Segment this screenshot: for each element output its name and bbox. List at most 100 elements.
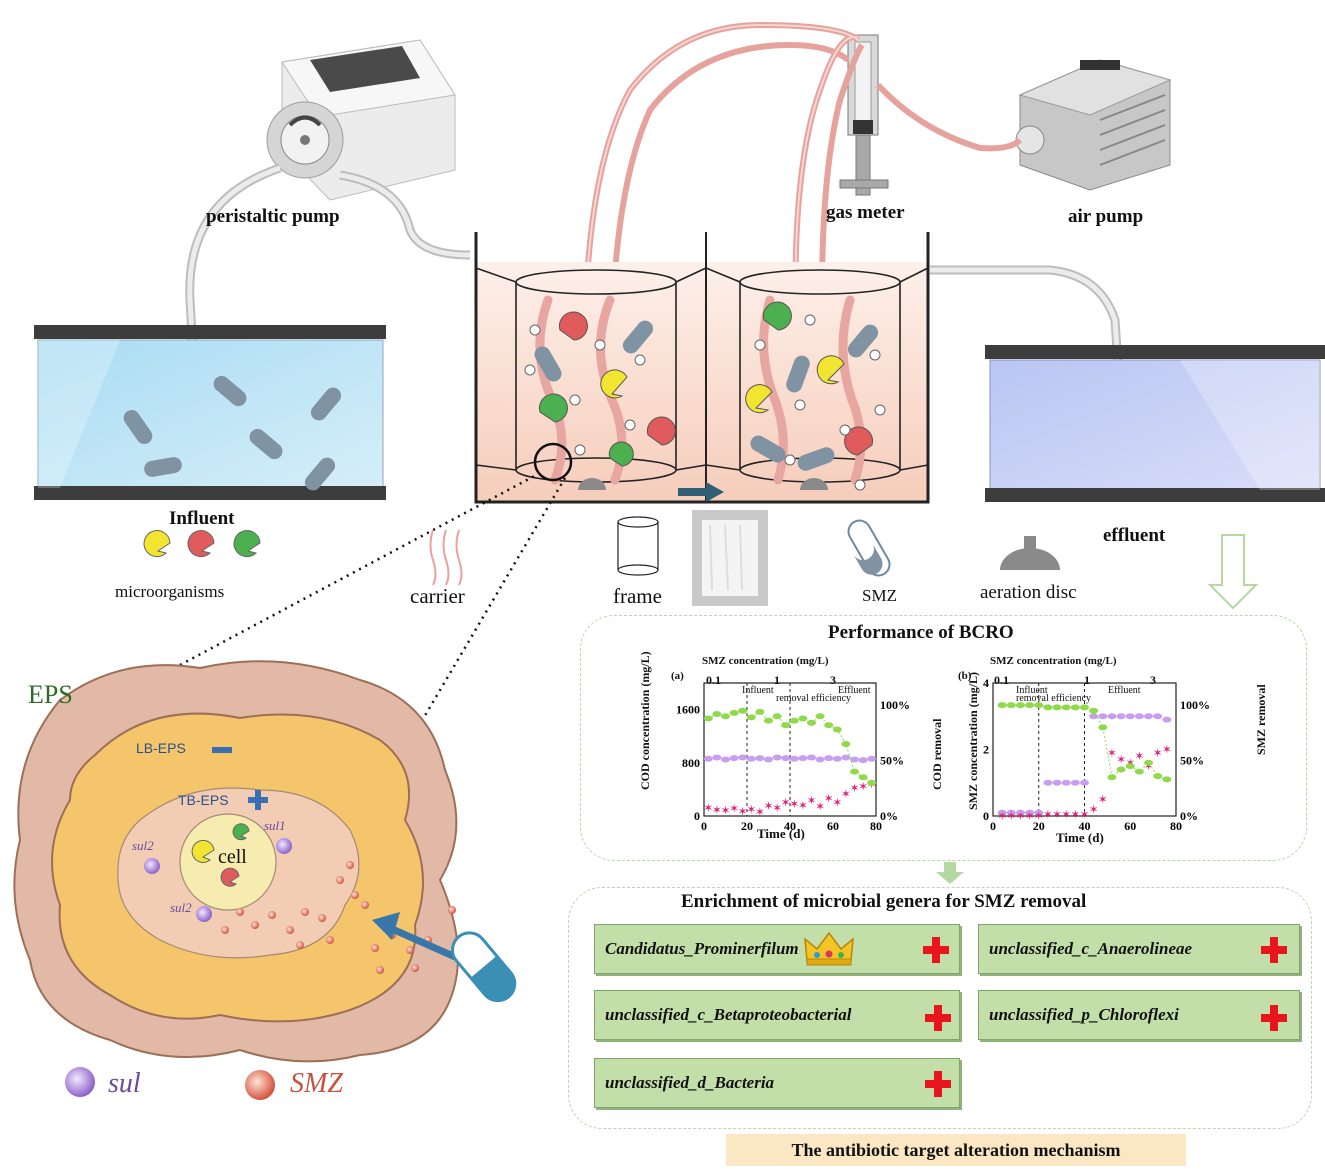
- smz-capsules-influent: [123, 375, 342, 491]
- carrier-label: carrier: [410, 584, 465, 608]
- gas-meter-label: gas meter: [826, 202, 905, 223]
- chart-a-effluent-point: ✶: [746, 802, 756, 816]
- chart-b-efficiency-point: [1015, 702, 1025, 709]
- chart-b-influent-point: [1043, 779, 1053, 786]
- zoom-lines: [179, 471, 567, 759]
- chart-a-influent-point: [781, 755, 791, 762]
- chart-b-influent-point: [1153, 713, 1163, 720]
- crown-icon: [803, 931, 854, 966]
- genus-name: unclassified_p_Chloroflexi: [989, 1005, 1179, 1024]
- chart-a-influent-point: [858, 757, 868, 764]
- genus-card-bacteria: unclassified_d_Bacteria: [594, 1058, 960, 1108]
- chart-b-efficiency-point: [1153, 773, 1163, 780]
- chart-a-efficiency-point: [755, 708, 765, 715]
- chart-a-effluent-point: ✶: [772, 801, 782, 815]
- chart-a-ytick: 800: [682, 756, 700, 770]
- chart-b-influent-point: [1070, 779, 1080, 786]
- chart-b-y2tick: 50%: [1180, 754, 1204, 768]
- chart-b-effluent-point: ✶: [1098, 792, 1108, 806]
- chart-a-xtick: 40: [784, 819, 796, 833]
- enrichment-title: Enrichment of microbial genera for SMZ r…: [681, 891, 1087, 912]
- effluent-label: effluent: [1103, 525, 1166, 546]
- chart-a-top-tick-3: 3: [830, 673, 836, 687]
- microorganisms-label: microorganisms: [115, 582, 225, 601]
- chart-a-influent-point: [755, 755, 765, 762]
- chart-a-influent-point: [798, 755, 808, 762]
- chart-b-influent-point: [1025, 809, 1035, 816]
- chart-a-influent-point: [729, 755, 739, 762]
- chart-b-xtick: 80: [1170, 819, 1182, 833]
- chart-a-effluent-point: ✶: [781, 796, 791, 810]
- chart-a-effluent-point: ✶: [832, 796, 842, 810]
- chart-a-xtick: 20: [741, 819, 753, 833]
- chart-b-effluent-point: ✶: [1025, 809, 1035, 823]
- chart-a-y2tick: 0%: [880, 809, 898, 823]
- performance-title: Performance of BCRO: [828, 622, 1014, 643]
- chart-b-legend-efficiency: removal efficiency: [1016, 693, 1092, 704]
- chart-b-effluent-point: ✶: [1061, 807, 1071, 821]
- chart-a-influent-point: [824, 755, 834, 762]
- chart-b-influent-point: [1134, 713, 1144, 720]
- chart-a-influent-point: [841, 754, 851, 761]
- genus-card-chloroflexi: unclassified_p_Chloroflexi: [978, 990, 1300, 1040]
- chart-a-legend-effluent: Effluent: [838, 685, 871, 696]
- chart-b-effluent-point: ✶: [1079, 807, 1089, 821]
- chart-b-influent-point: [1061, 779, 1071, 786]
- bcro-reactor: [474, 232, 930, 504]
- chart-a-effluent-point: ✶: [729, 802, 739, 816]
- chart-a-effluent-point: ✶: [849, 781, 859, 795]
- effluent-tank: [985, 345, 1325, 502]
- chart-a-top-axis-title: SMZ concentration (mg/L): [702, 655, 829, 667]
- chart-b-efficiency-point: [1125, 763, 1135, 770]
- peristaltic-pump-label: peristaltic pump: [206, 206, 340, 227]
- chart-b-top-axis-title: SMZ concentration (mg/L): [990, 655, 1117, 667]
- lb-eps-label: LB-EPS: [136, 740, 186, 756]
- chart-a-efficiency-point: [832, 726, 842, 733]
- chart-a-influent-point: [772, 754, 782, 761]
- effluent-tubing: [930, 265, 1130, 471]
- chart-a-efficiency-point: [772, 713, 782, 720]
- chart-b-effluent-point: ✶: [1052, 807, 1062, 821]
- chart-b-efficiency-point: [1098, 724, 1108, 731]
- chart-b-influent-point: [1125, 713, 1135, 720]
- chart-b-influent-point: [1006, 809, 1016, 816]
- chart-b-influent-point: [1144, 713, 1154, 720]
- genus-name: unclassified_c_Anaerolineae: [989, 939, 1193, 958]
- chart-a-effluent-point: ✶: [824, 792, 834, 806]
- chart-b-y2tick: 0%: [1180, 809, 1198, 823]
- chart-b-effluent-point: ✶: [997, 809, 1007, 823]
- chart-a-xtick: 0: [701, 819, 707, 833]
- chart-b-influent-point: [1080, 779, 1089, 786]
- genus-card-candidatus-prominerfilum: Candidatus_Prominerfilum: [594, 924, 960, 974]
- chart-a-influent-point: [807, 754, 816, 761]
- plus-icon: [1261, 1005, 1287, 1031]
- chart-a-efficiency-point: [867, 779, 877, 786]
- chart-b-efficiency-point: [1043, 704, 1053, 711]
- chart-b-effluent-point: ✶: [1125, 756, 1135, 770]
- chart-b-legend-effluent: Effluent: [1108, 685, 1141, 696]
- chart-a-efficiency-point: [781, 722, 791, 729]
- chart-a-influent-point: [703, 755, 713, 762]
- chart-a-effluent-point: ✶: [703, 801, 713, 815]
- chart-b-effluent-point: ✶: [1015, 809, 1025, 823]
- gas-meter-device: [839, 34, 889, 196]
- chart-a-legend-efficiency: removal efficiency: [776, 693, 852, 704]
- chart-b-efficiency-point: [1052, 704, 1062, 711]
- chart-b-efficiency-point: [997, 702, 1007, 709]
- smz-legend-eps-label: SMZ: [290, 1068, 343, 1099]
- eps-title: EPS: [28, 680, 73, 709]
- chart-a-xtick: 60: [827, 819, 839, 833]
- frame-label: frame: [613, 584, 662, 608]
- cell-label: cell: [218, 846, 247, 868]
- genus-card-anaerolineae: unclassified_c_Anaerolineae: [978, 924, 1300, 974]
- chart-a-y2tick: 100%: [880, 698, 910, 712]
- genus-name: Candidatus_Prominerfilum: [605, 939, 799, 958]
- chart-a-efficiency-point: [824, 722, 834, 729]
- chart-a-efficiency-point: [807, 719, 816, 726]
- chart-a-y2tick: 50%: [880, 754, 904, 768]
- chart-b-efficiency-point: [1080, 704, 1089, 711]
- chart-a-efficiency-point: [798, 715, 808, 722]
- chart-a-efficiency-point: [764, 717, 773, 724]
